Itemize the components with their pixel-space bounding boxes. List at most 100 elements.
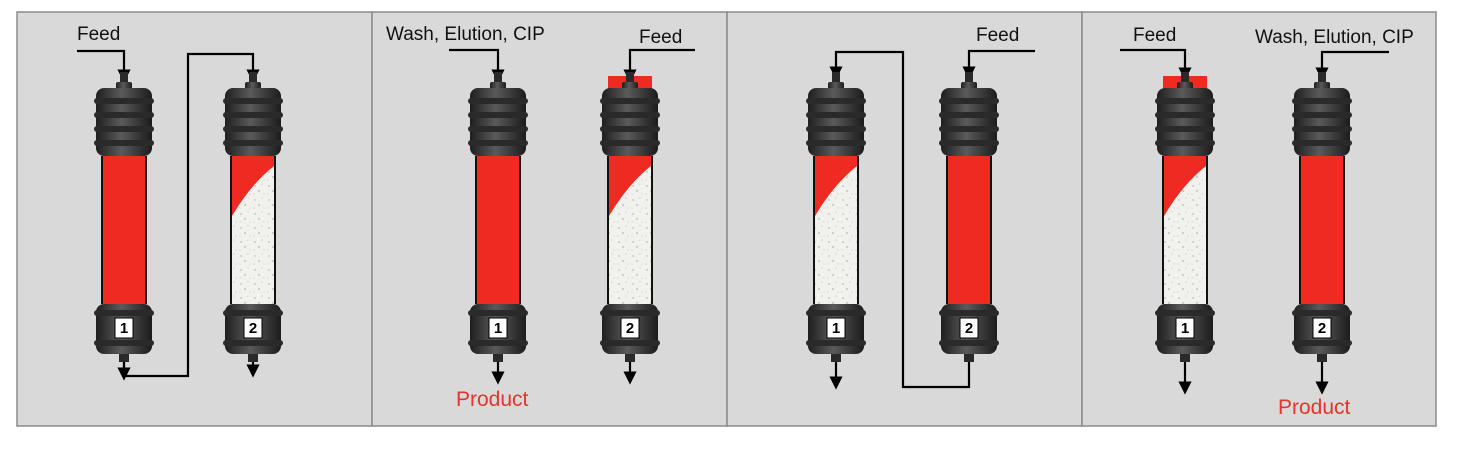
column-number: 2 bbox=[249, 320, 257, 337]
top-cap bbox=[1294, 88, 1350, 156]
panel-4-background bbox=[1081, 11, 1437, 427]
cap-rib bbox=[600, 140, 660, 146]
cap-rib bbox=[1155, 126, 1215, 132]
panel-4-feed-line bbox=[1120, 48, 1192, 81]
cap-rib bbox=[468, 340, 528, 346]
cap-rib bbox=[468, 310, 528, 316]
top-cap bbox=[602, 88, 658, 156]
panel-2-wash-label: Wash, Elution, CIP bbox=[386, 24, 545, 45]
top-cap bbox=[941, 88, 997, 156]
loading-front bbox=[815, 156, 857, 216]
column-number: 2 bbox=[965, 320, 973, 337]
cap-rib bbox=[806, 310, 866, 316]
column-number-badge bbox=[114, 317, 134, 339]
cap-rib bbox=[1292, 112, 1352, 118]
cap-rib bbox=[939, 340, 999, 346]
cap-rib bbox=[806, 112, 866, 118]
outlet-nozzle bbox=[1317, 354, 1327, 362]
cap-rib bbox=[1292, 140, 1352, 146]
column-1-2: 2 bbox=[223, 72, 283, 362]
cap-rib bbox=[468, 140, 528, 146]
outlet-nozzle bbox=[493, 354, 503, 362]
column-number: 1 bbox=[832, 320, 840, 337]
cap-rib bbox=[223, 340, 283, 346]
column-number: 2 bbox=[626, 320, 634, 337]
cap-rib bbox=[806, 126, 866, 132]
panel-1-background bbox=[16, 11, 373, 427]
cap-rib bbox=[223, 140, 283, 146]
cap-rib bbox=[1292, 126, 1352, 132]
cap-rib bbox=[939, 126, 999, 132]
panel-2-wash-line bbox=[449, 48, 505, 83]
saturated-resin bbox=[948, 156, 990, 304]
column-number-badge bbox=[959, 317, 979, 339]
panel-3-feed-label: Feed bbox=[976, 25, 1019, 46]
flow-lines bbox=[77, 48, 1389, 395]
cap-rib bbox=[600, 98, 660, 104]
cap-rib bbox=[94, 98, 154, 104]
loading-front bbox=[1164, 156, 1206, 216]
inlet-nozzle bbox=[626, 72, 634, 82]
inlet-nozzle bbox=[494, 72, 502, 82]
column-number: 1 bbox=[1181, 320, 1189, 337]
panel-4-product-label: Product bbox=[1278, 396, 1351, 419]
column-number-badge bbox=[620, 317, 640, 339]
column-number-badge bbox=[243, 317, 263, 339]
column-2-2: 2 bbox=[600, 72, 660, 362]
saturated-resin bbox=[103, 156, 145, 304]
column-number-badge bbox=[1312, 317, 1332, 339]
column-number: 2 bbox=[1318, 320, 1326, 337]
cap-rib bbox=[939, 140, 999, 146]
panel-2-feed-line bbox=[623, 48, 695, 83]
column-3-2: 2 bbox=[939, 72, 999, 362]
inlet-nozzle bbox=[832, 72, 840, 82]
panel-1-feed-label: Feed bbox=[77, 24, 120, 45]
outlet-nozzle bbox=[831, 354, 841, 362]
column-4-2: 2 bbox=[1292, 72, 1352, 362]
column-3-1: 1 bbox=[806, 72, 866, 362]
cap-rib bbox=[939, 112, 999, 118]
top-cap bbox=[808, 88, 864, 156]
column-number-badge bbox=[826, 317, 846, 339]
cap-rib bbox=[468, 126, 528, 132]
panel-1-feed-line bbox=[77, 49, 131, 83]
outlet-nozzle bbox=[625, 354, 635, 362]
cap-rib bbox=[94, 340, 154, 346]
outlet-nozzle bbox=[248, 354, 258, 362]
column-4-1: 1 bbox=[1155, 72, 1215, 362]
cap-rib bbox=[600, 340, 660, 346]
outlet-nozzle bbox=[119, 354, 129, 362]
panel-3-background bbox=[726, 11, 1083, 427]
top-cap bbox=[1157, 88, 1213, 156]
panel-4-wash-label: Wash, Elution, CIP bbox=[1255, 27, 1414, 48]
column-number-badge bbox=[488, 317, 508, 339]
text-labels: Feed Wash, Elution, CIP Feed Product Fee… bbox=[77, 24, 1414, 419]
columns-layer: 1 2 1 2 1 2 1 2 bbox=[94, 72, 1352, 362]
inlet-nozzle bbox=[1318, 72, 1326, 82]
cap-rib bbox=[806, 98, 866, 104]
loading-front bbox=[232, 156, 274, 216]
column-number-badge bbox=[1175, 317, 1195, 339]
saturated-resin bbox=[477, 156, 519, 304]
inlet-nozzle bbox=[965, 72, 973, 82]
cap-rib bbox=[468, 98, 528, 104]
outlet-nozzle bbox=[964, 354, 974, 362]
column-number: 1 bbox=[120, 320, 128, 337]
cap-rib bbox=[1292, 98, 1352, 104]
inlet-nozzle bbox=[1181, 72, 1189, 82]
cap-rib bbox=[1292, 310, 1352, 316]
cap-rib bbox=[806, 140, 866, 146]
top-cap bbox=[470, 88, 526, 156]
inlet-nozzle bbox=[120, 72, 128, 82]
panel-3-feed-line bbox=[962, 49, 1035, 80]
cap-rib bbox=[939, 310, 999, 316]
cap-rib bbox=[806, 340, 866, 346]
cap-rib bbox=[94, 310, 154, 316]
cap-rib bbox=[1155, 310, 1215, 316]
saturated-resin bbox=[1301, 156, 1343, 304]
cap-rib bbox=[223, 126, 283, 132]
panel-4-wash-line bbox=[1315, 50, 1389, 81]
column-number: 1 bbox=[494, 320, 502, 337]
cap-rib bbox=[94, 126, 154, 132]
